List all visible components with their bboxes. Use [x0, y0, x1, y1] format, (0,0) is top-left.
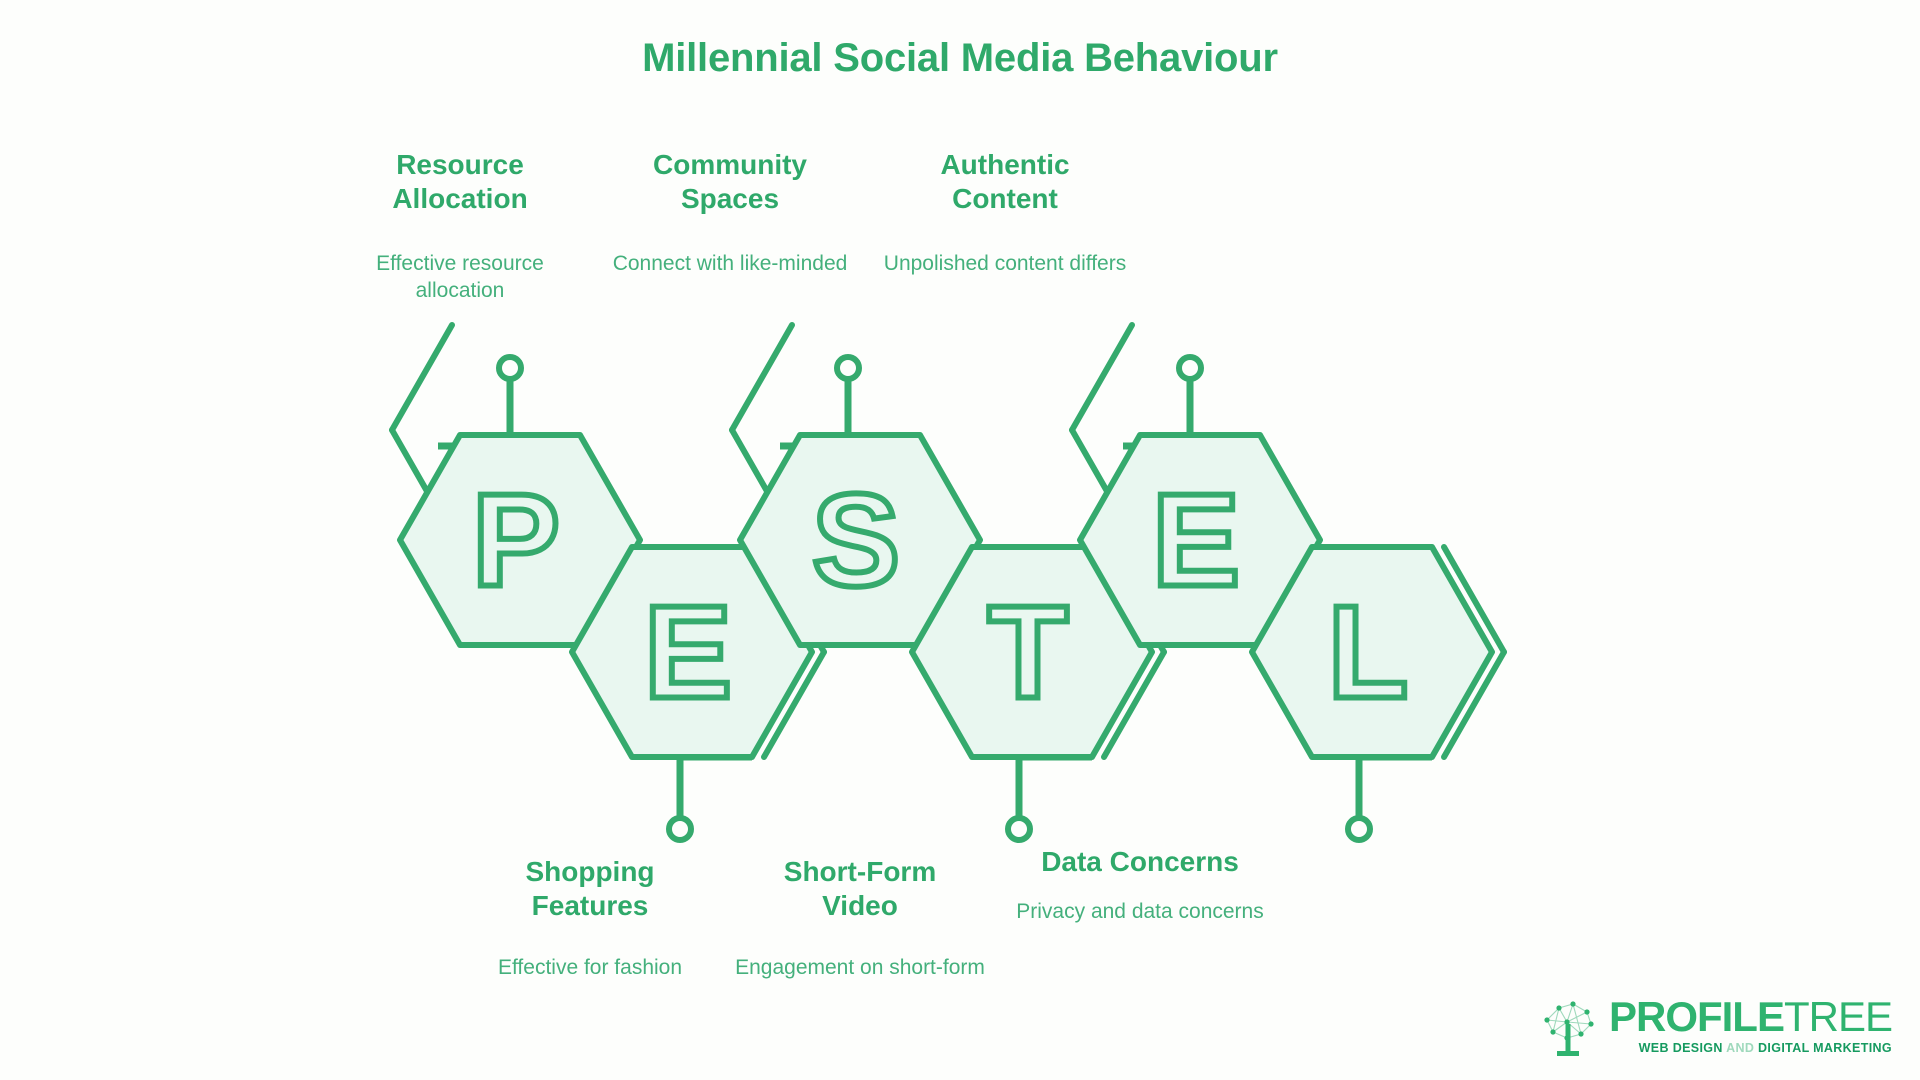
callout-bottom-data-concerns: Data Concerns Privacy and data concerns: [1000, 845, 1280, 926]
callout-description: Privacy and data concerns: [1016, 900, 1264, 924]
hexagon-letter-s: S: [812, 467, 900, 614]
profiletree-logo: PROFILETREE WEB DESIGN AND DIGITAL MARKE…: [1537, 994, 1893, 1058]
callout-description: Effective for fashion: [497, 956, 683, 980]
callout-title: Authentic Content: [940, 149, 1070, 215]
callout-top-community-spaces: Community Spaces Connect with like-minde…: [600, 148, 860, 278]
callout-description: Effective resource allocation: [376, 252, 544, 303]
hexagon-t: T: [909, 544, 1155, 760]
logo-wordmark: PROFILETREE: [1609, 996, 1893, 1038]
hexagon-letter-l: L: [1328, 579, 1409, 726]
hexagon-e2: E: [1077, 432, 1323, 648]
callout-top-authentic-content: Authentic Content Unpolished content dif…: [875, 148, 1135, 278]
connector-top-e2: [1123, 354, 1204, 450]
hexagon-s-accent-line: [729, 322, 795, 538]
hexagon-letter-p: P: [472, 467, 560, 614]
callout-description: Unpolished content differs: [883, 252, 1127, 276]
callout-title: Community Spaces: [653, 149, 807, 215]
logo-tagline-tertiary: DIGITAL MARKETING: [1758, 1040, 1892, 1055]
callout-title: Shopping Features: [525, 856, 655, 922]
network-tree-icon: [1544, 1001, 1594, 1056]
hexagon-e: E: [569, 544, 815, 760]
logo-tagline: WEB DESIGN AND DIGITAL MARKETING: [1609, 1041, 1892, 1055]
connector-top-p: [438, 354, 524, 450]
hexagon-letter-e: E: [644, 579, 732, 726]
connector-bottom-t: [1005, 753, 1092, 843]
hexagon-t-accent-line: [1101, 544, 1167, 760]
logo-text: PROFILETREE WEB DESIGN AND DIGITAL MARKE…: [1609, 996, 1893, 1055]
callout-top-resource-allocation: Resource Allocation Effective resource a…: [330, 148, 590, 305]
connector-bottom-l: [1345, 753, 1432, 843]
logo-word-secondary: TREE: [1783, 993, 1893, 1041]
logo-tagline-primary: WEB DESIGN: [1638, 1040, 1723, 1055]
hexagon-p: P: [397, 432, 643, 648]
callout-description: Connect with like-minded: [612, 252, 848, 276]
connector-top-s: [780, 354, 862, 450]
hexagon-e-accent-line: [761, 544, 827, 760]
logo-tagline-secondary: AND: [1722, 1040, 1759, 1055]
hexagon-letter-t: T: [988, 579, 1069, 726]
page-title: Millennial Social Media Behaviour: [642, 36, 1278, 80]
callout-title: Short-Form Video: [783, 856, 937, 922]
callout-bottom-shopping-features: Shopping Features Effective for fashion: [460, 855, 720, 982]
callout-bottom-short-form-video: Short-Form Video Engagement on short-for…: [730, 855, 990, 982]
connector-bottom-e: [666, 753, 752, 843]
callout-title: Resource Allocation: [392, 149, 528, 215]
hexagon-l: L: [1249, 544, 1495, 760]
hexagon-p-accent-line: [389, 322, 455, 538]
hexagon-e2-accent-line: [1069, 322, 1135, 538]
logo-word-primary: PROFILE: [1608, 993, 1785, 1041]
hexagon-letter-e2: E: [1152, 467, 1240, 614]
hexagon-l-accent-line: [1441, 544, 1507, 760]
callout-title: Data Concerns: [1041, 846, 1239, 877]
callout-description: Engagement on short-form: [735, 956, 985, 980]
hexagon-s: S: [737, 432, 983, 648]
